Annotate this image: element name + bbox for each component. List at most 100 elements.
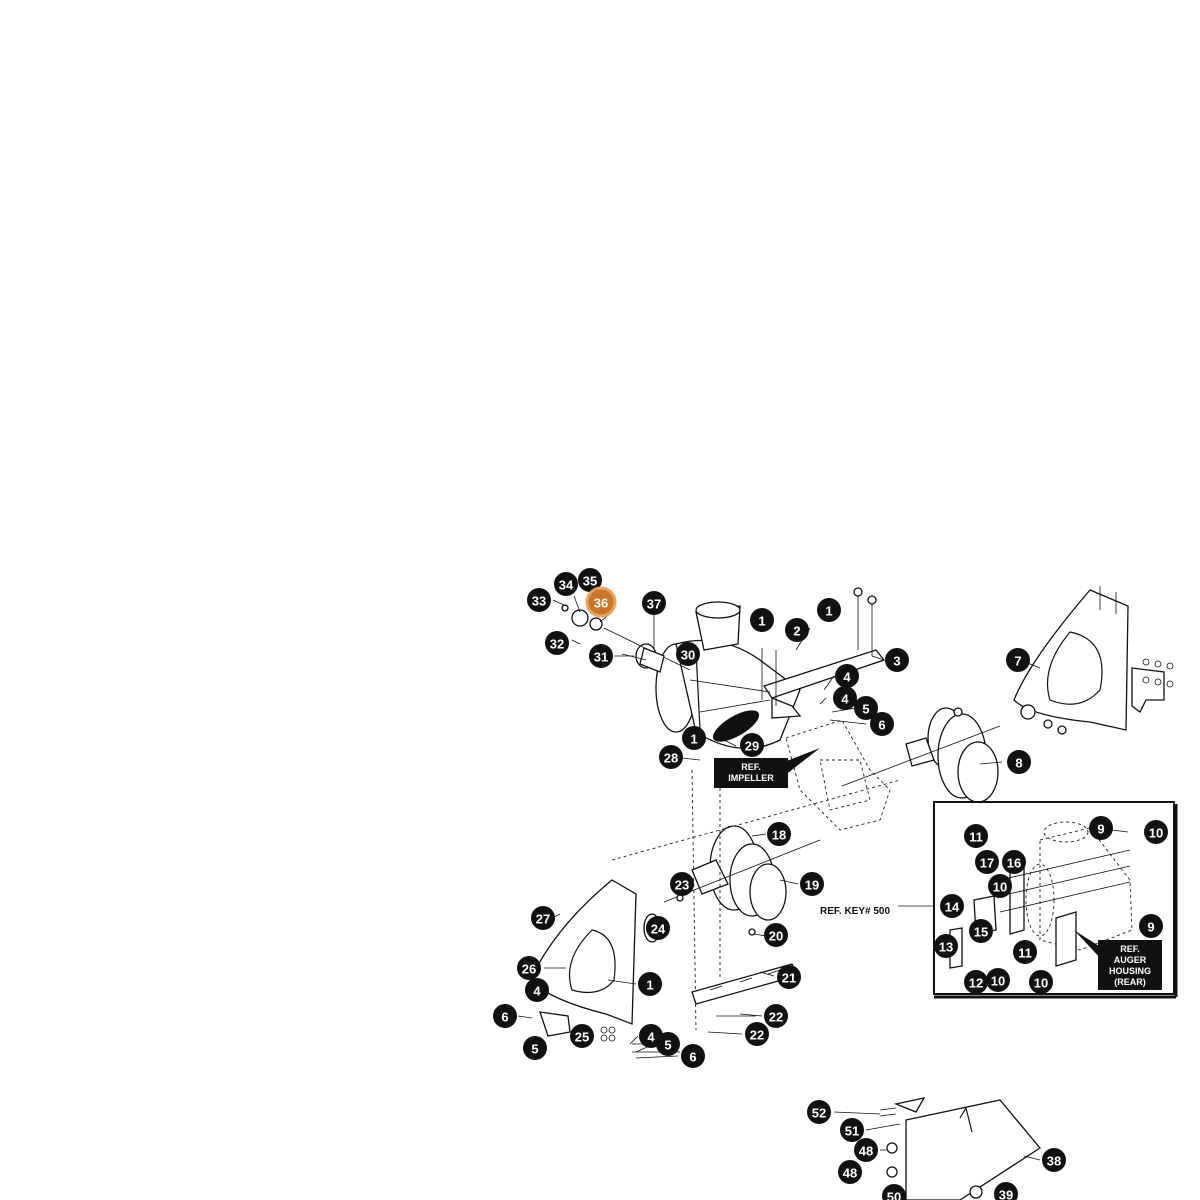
callout-number: 4 xyxy=(843,670,851,685)
callout-number: 10 xyxy=(991,974,1005,989)
callout-circle xyxy=(656,1032,680,1056)
callout-circle xyxy=(807,1100,831,1124)
callout-number: 19 xyxy=(805,878,819,893)
callout-number: 48 xyxy=(859,1144,873,1159)
callout-circle xyxy=(676,642,700,666)
callout-30: 30 xyxy=(676,642,700,666)
callout-36-highlighted: 36 xyxy=(585,586,617,618)
callout-circle xyxy=(681,1044,705,1068)
callout-24: 24 xyxy=(646,916,670,940)
callout-number: 10 xyxy=(1149,826,1163,841)
callout-number: 23 xyxy=(675,878,689,893)
line-art xyxy=(517,586,1178,1200)
callout-circle xyxy=(964,824,988,848)
callout-circle xyxy=(659,745,683,769)
callout-10b: 10 xyxy=(988,874,1012,898)
callout-32: 32 xyxy=(545,631,569,655)
callout-number: 35 xyxy=(583,574,597,589)
callout-number: 34 xyxy=(559,578,574,593)
callout-51: 51 xyxy=(840,1118,864,1142)
callout-number: 21 xyxy=(782,971,796,986)
callout-circle xyxy=(1006,648,1030,672)
callout-number: 1 xyxy=(646,978,653,993)
callout-17: 17 xyxy=(975,850,999,874)
callout-circle xyxy=(767,822,791,846)
callout-number: 10 xyxy=(1034,976,1048,991)
callout-number: 30 xyxy=(681,648,695,663)
callout-number: 13 xyxy=(939,940,953,955)
callout-number: 7 xyxy=(1014,654,1021,669)
callout-number: 2 xyxy=(793,624,800,639)
callout-circle xyxy=(670,872,694,896)
callout-circle xyxy=(1144,820,1168,844)
callout-circle xyxy=(817,598,841,622)
callout-circle xyxy=(493,1004,517,1028)
callout-number: 1 xyxy=(825,604,832,619)
callout-6b: 6 xyxy=(493,1004,517,1028)
callout-circle xyxy=(764,1004,788,1028)
callout-number: 32 xyxy=(550,637,564,652)
callout-number: 52 xyxy=(812,1106,826,1121)
callout-number: 31 xyxy=(594,650,608,665)
callout-number: 5 xyxy=(531,1042,538,1057)
callout-number: 20 xyxy=(769,929,783,944)
callout-circle xyxy=(1042,1148,1066,1172)
callout-number: 48 xyxy=(843,1166,857,1181)
callout-number: 6 xyxy=(878,718,885,733)
callout-52: 52 xyxy=(807,1100,831,1124)
callout-number: 22 xyxy=(750,1028,764,1043)
callout-number: 50 xyxy=(887,1190,901,1200)
callout-28: 28 xyxy=(659,745,683,769)
callout-circle xyxy=(969,919,993,943)
callout-26: 26 xyxy=(517,956,541,980)
callout-circle xyxy=(527,588,551,612)
callout-18: 18 xyxy=(767,822,791,846)
callout-10a: 10 xyxy=(1144,820,1168,844)
callout-circle xyxy=(585,586,617,618)
callout-number: 6 xyxy=(501,1010,508,1025)
callout-34: 34 xyxy=(554,572,578,596)
callout-39: 39 xyxy=(994,1182,1018,1200)
ref-auger-line-3: HOUSING xyxy=(1109,966,1151,976)
callout-number: 11 xyxy=(1018,946,1032,961)
callout-circle xyxy=(545,631,569,655)
callout-21: 21 xyxy=(777,965,801,989)
callout-number: 10 xyxy=(993,880,1007,895)
callout-12: 12 xyxy=(964,970,988,994)
callout-4c: 4 xyxy=(525,978,549,1002)
callout-circle xyxy=(764,923,788,947)
callout-35: 35 xyxy=(578,568,602,592)
callout-circle xyxy=(785,618,809,642)
callout-number: 16 xyxy=(1007,856,1021,871)
callout-circle xyxy=(988,874,1012,898)
ref-auger-line-1: REF. xyxy=(1120,944,1140,954)
callout-1c: 1 xyxy=(682,726,706,750)
callout-number: 1 xyxy=(758,614,765,629)
callout-circle xyxy=(964,970,988,994)
callout-33: 33 xyxy=(527,588,551,612)
ref-impeller-line-2: IMPELLER xyxy=(728,773,774,783)
callout-circle xyxy=(975,850,999,874)
callout-1a: 1 xyxy=(750,608,774,632)
callout-38: 38 xyxy=(1042,1148,1066,1172)
callout-number: 18 xyxy=(772,828,786,843)
callout-8: 8 xyxy=(1007,750,1031,774)
callout-circle xyxy=(570,1024,594,1048)
callout-10d: 10 xyxy=(1029,970,1053,994)
ref-impeller-line-1: REF. xyxy=(741,762,761,772)
callout-number: 5 xyxy=(664,1038,671,1053)
callout-number: 3 xyxy=(893,654,900,669)
callout-22b: 22 xyxy=(745,1022,769,1046)
callout-25: 25 xyxy=(570,1024,594,1048)
callout-7: 7 xyxy=(1006,648,1030,672)
callout-circle xyxy=(800,872,824,896)
callout-number: 15 xyxy=(974,925,988,940)
callout-6c: 6 xyxy=(681,1044,705,1068)
callout-29: 29 xyxy=(740,733,764,757)
callout-number: 37 xyxy=(647,597,661,612)
callout-circle xyxy=(882,1184,906,1200)
ref-auger-line-2: AUGER xyxy=(1114,955,1147,965)
callout-number: 6 xyxy=(689,1050,696,1065)
